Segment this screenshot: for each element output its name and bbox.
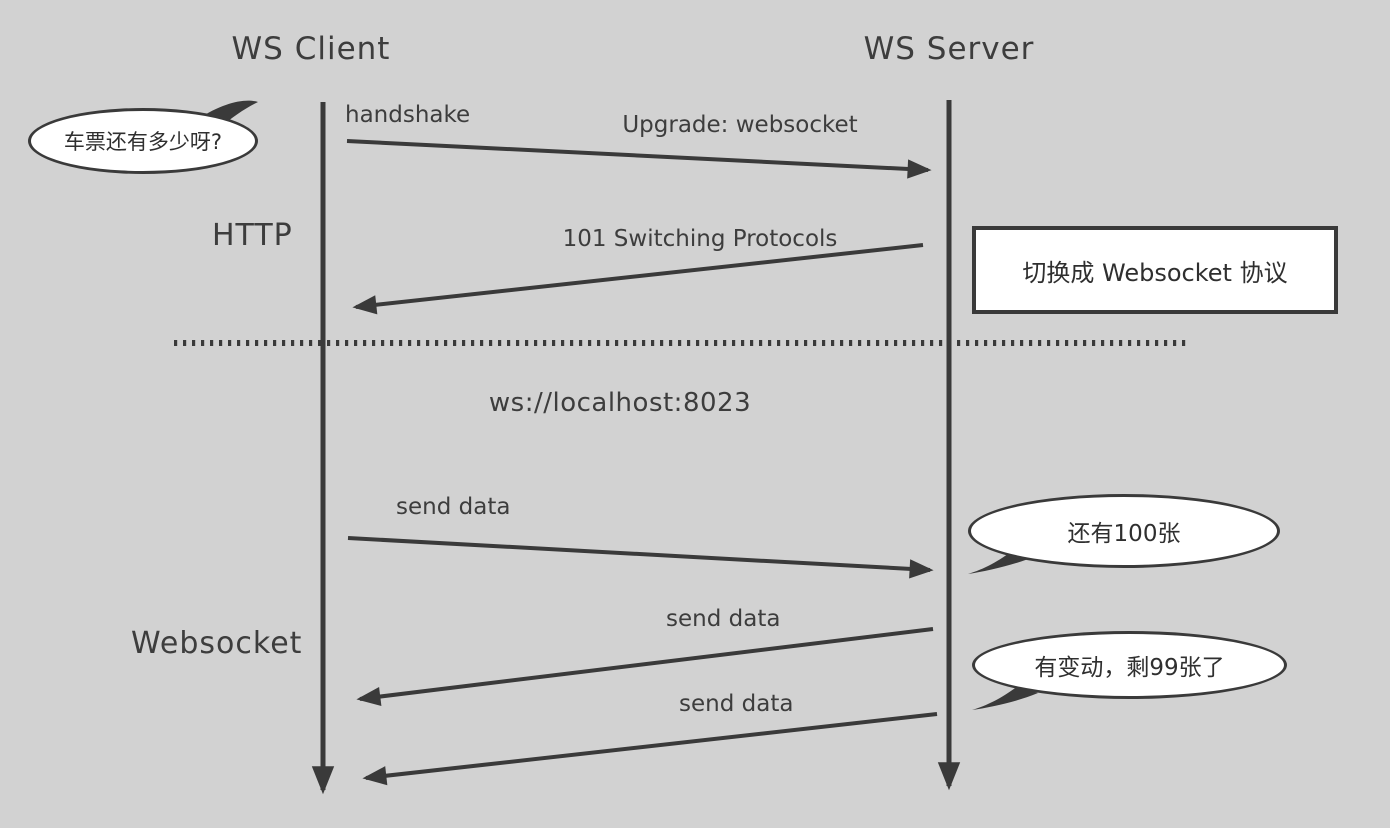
http-phase-label: HTTP <box>212 218 293 253</box>
arrow-send-data-2 <box>356 627 934 707</box>
switch-protocol-note: 切换成 Websocket 协议 <box>972 226 1338 314</box>
arrow-handshake-upgrade <box>346 139 932 179</box>
send-data-label-3: send data <box>679 691 794 717</box>
answer2-bubble-text: 有变动，剩99张了 <box>1034 655 1225 681</box>
handshake-label: handshake <box>345 102 471 128</box>
ws-client-title: WS Client <box>231 31 391 67</box>
websocket-url-label: ws://localhost:8023 <box>488 388 752 418</box>
send-data-label-1: send data <box>396 494 511 520</box>
arrow-send-data-1 <box>347 536 934 579</box>
switching-protocols-label: 101 Switching Protocols <box>562 226 838 252</box>
question-bubble-text: 车票还有多少呀? <box>63 130 223 154</box>
answer2-bubble-tail <box>972 686 1038 710</box>
question-bubble: 车票还有多少呀? <box>28 108 258 174</box>
switch-protocol-note-text: 切换成 Websocket 协议 <box>1022 258 1288 287</box>
send-data-label-2: send data <box>666 606 781 632</box>
arrow-101-switching-protocols <box>352 243 924 315</box>
websocket-phase-label: Websocket <box>131 626 303 661</box>
ws-server-title: WS Server <box>863 31 1035 67</box>
answer1-bubble-text: 还有100张 <box>1067 521 1181 547</box>
arrow-send-data-3 <box>362 712 938 786</box>
answer1-bubble: 还有100张 <box>968 494 1280 568</box>
answer2-bubble: 有变动，剩99张了 <box>972 631 1287 699</box>
upgrade-websocket-label: Upgrade: websocket <box>622 112 858 138</box>
